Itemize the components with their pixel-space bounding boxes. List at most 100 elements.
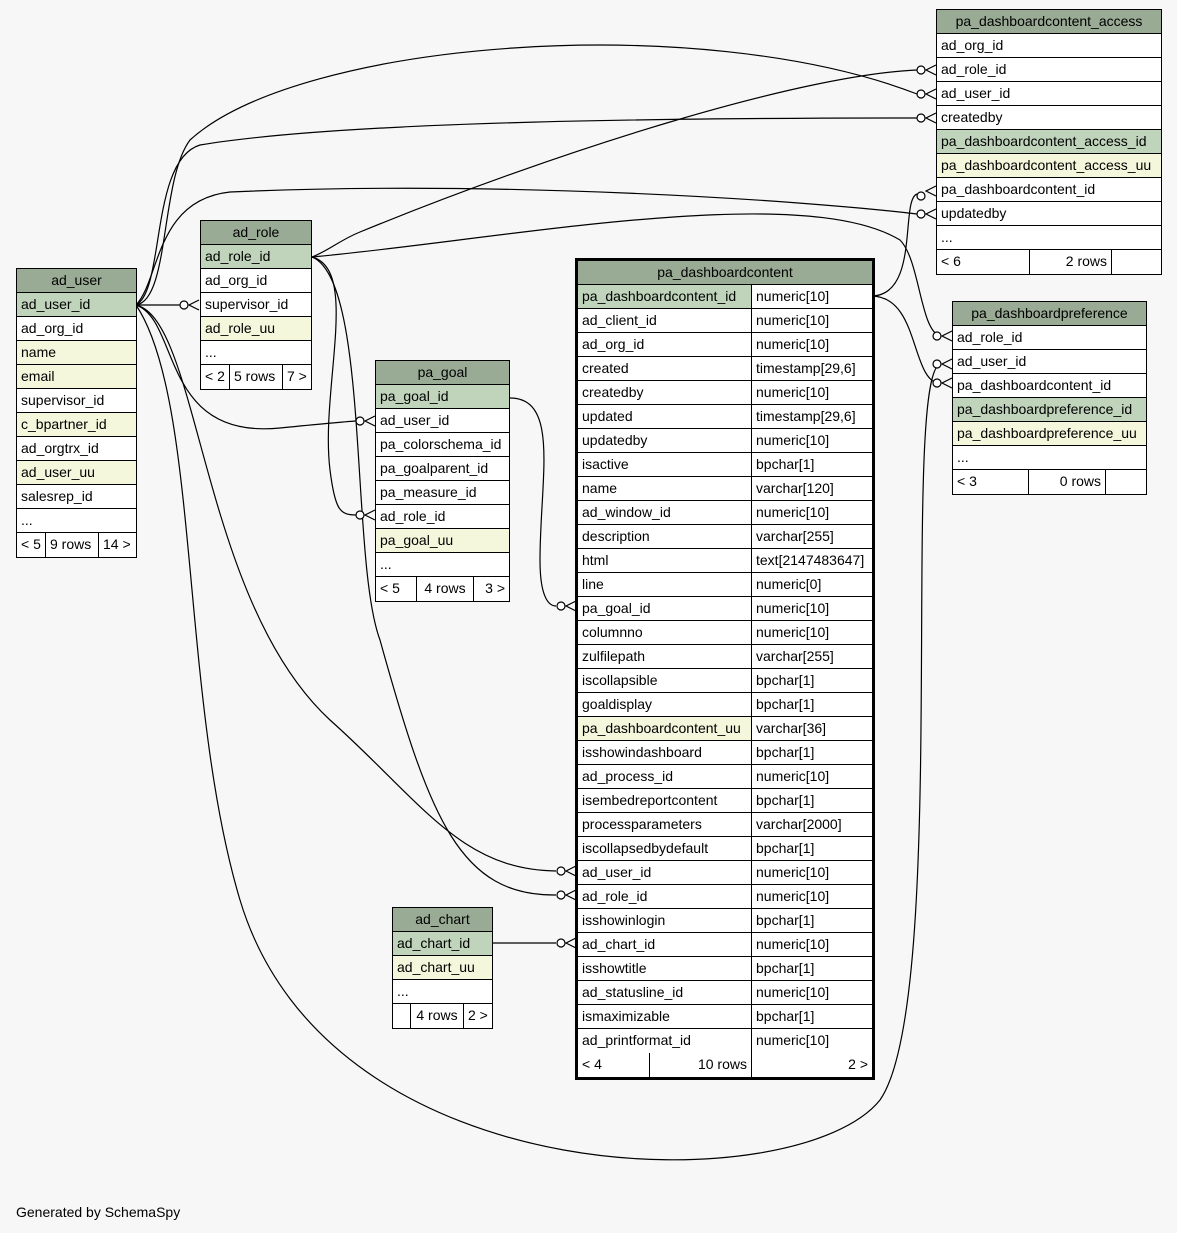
column-name: iscollapsible: [582, 672, 658, 688]
column-row: ...: [953, 446, 1146, 470]
column-name: pa_dashboardcontent_access_uu: [941, 157, 1152, 173]
column-name: pa_dashboardpreference_id: [957, 401, 1133, 417]
column-name: updatedby: [582, 432, 648, 448]
column-name: created: [582, 360, 629, 376]
table-footer: < 5 9 rows 14 >: [17, 533, 136, 557]
link-user-content-userid: [135, 304, 557, 872]
column-row: ...: [201, 341, 311, 365]
column-row: ad_role_id: [937, 58, 1161, 82]
children-link[interactable]: 7 >: [282, 365, 311, 389]
row-count: 0 rows: [1028, 470, 1105, 494]
column-row: ad_role_id: [201, 245, 311, 269]
column-type: numeric[10]: [751, 1029, 872, 1053]
children-link[interactable]: 3 >: [473, 577, 509, 601]
column-name: processparameters: [582, 816, 702, 832]
column-name: pa_measure_id: [380, 484, 477, 500]
link-role-goal-roleid: [311, 256, 357, 516]
table-ad-chart[interactable]: ad_chart ad_chart_id ad_chart_uu ... 4 r…: [392, 907, 493, 1029]
column-type: numeric[10]: [751, 981, 872, 1004]
children-link[interactable]: 2 >: [463, 1004, 492, 1028]
column-row: ad_user_id: [17, 293, 136, 317]
column-row: ad_window_id numeric[10]: [578, 501, 872, 525]
column-name: ...: [957, 449, 969, 465]
parents-link[interactable]: < 5: [21, 536, 41, 552]
children-link[interactable]: 14 >: [98, 533, 136, 557]
column-row: pa_goal_uu: [376, 529, 509, 553]
column-row: pa_colorschema_id: [376, 433, 509, 457]
column-name: ad_chart_uu: [397, 959, 475, 975]
table-pa-dashboardcontent[interactable]: pa_dashboardcontent pa_dashboardcontent_…: [575, 258, 875, 1080]
table-header: pa_goal: [376, 361, 509, 385]
link-role-access-roleid: [311, 69, 918, 258]
column-name: ad_window_id: [582, 504, 671, 520]
table-pa-goal[interactable]: pa_goal pa_goal_id ad_user_id pa_colorsc…: [375, 360, 510, 602]
column-row: ad_orgtrx_id: [17, 437, 136, 461]
children-link[interactable]: 2 >: [751, 1053, 872, 1077]
column-name: ad_org_id: [205, 272, 268, 288]
column-name: ad_user_id: [941, 85, 1011, 101]
column-type: numeric[10]: [751, 501, 872, 524]
parents-link[interactable]: < 5: [380, 580, 400, 596]
table-pa-dashboardcontent-access[interactable]: pa_dashboardcontent_access ad_org_id ad_…: [936, 9, 1162, 275]
column-name: createdby: [941, 109, 1003, 125]
column-row: ...: [937, 226, 1161, 250]
children-link[interactable]: [1105, 470, 1146, 494]
column-row: pa_dashboardcontent_id: [953, 374, 1146, 398]
column-name: email: [21, 368, 55, 384]
column-type: numeric[10]: [751, 285, 872, 308]
column-name: ad_org_id: [941, 37, 1004, 53]
column-name: ad_statusline_id: [582, 984, 684, 1000]
table-footer: < 6 2 rows: [937, 250, 1161, 274]
column-row: pa_dashboardcontent_access_id: [937, 130, 1161, 154]
table-header: pa_dashboardcontent: [578, 261, 872, 285]
column-name: html: [582, 552, 609, 568]
column-type: timestamp[29,6]: [751, 357, 872, 380]
column-type: bpchar[1]: [751, 669, 872, 692]
link-user-pref-userid: [135, 304, 941, 1161]
column-name: description: [582, 528, 650, 544]
column-name: ad_user_id: [957, 353, 1027, 369]
column-name: pa_dashboardcontent_id: [957, 377, 1112, 393]
column-name: zulfilepath: [582, 648, 646, 664]
parents-link[interactable]: [393, 1004, 410, 1028]
parents-link[interactable]: < 6: [941, 253, 961, 269]
column-row: ...: [17, 509, 136, 533]
parents-link[interactable]: < 3: [957, 473, 977, 489]
column-type: numeric[10]: [751, 933, 872, 956]
table-ad-user[interactable]: ad_user ad_user_id ad_org_id name email …: [16, 268, 137, 558]
column-row: ad_user_id: [953, 350, 1146, 374]
column-type: timestamp[29,6]: [751, 405, 872, 428]
column-type: numeric[0]: [751, 573, 872, 596]
parents-link[interactable]: < 4: [582, 1056, 602, 1072]
column-row: updatedby: [937, 202, 1161, 226]
column-name: isactive: [582, 456, 629, 472]
column-row: pa_goalparent_id: [376, 457, 509, 481]
column-type: numeric[10]: [751, 885, 872, 908]
column-name: isshowtitle: [582, 960, 647, 976]
table-header: pa_dashboardcontent_access: [937, 10, 1161, 34]
column-row: ...: [376, 553, 509, 577]
column-name: ad_user_id: [21, 296, 91, 312]
column-name: ...: [941, 229, 953, 245]
table-ad-role[interactable]: ad_role ad_role_id ad_org_id supervisor_…: [200, 220, 312, 390]
column-row: ad_org_id: [201, 269, 311, 293]
table-pa-dashboardpreference[interactable]: pa_dashboardpreference ad_role_id ad_use…: [952, 301, 1147, 495]
children-link[interactable]: [1111, 250, 1161, 274]
link-goal-content-goalid: [509, 397, 557, 607]
column-name: ad_printformat_id: [582, 1032, 691, 1048]
parents-link[interactable]: < 2: [205, 368, 225, 384]
column-name: ...: [397, 983, 409, 999]
